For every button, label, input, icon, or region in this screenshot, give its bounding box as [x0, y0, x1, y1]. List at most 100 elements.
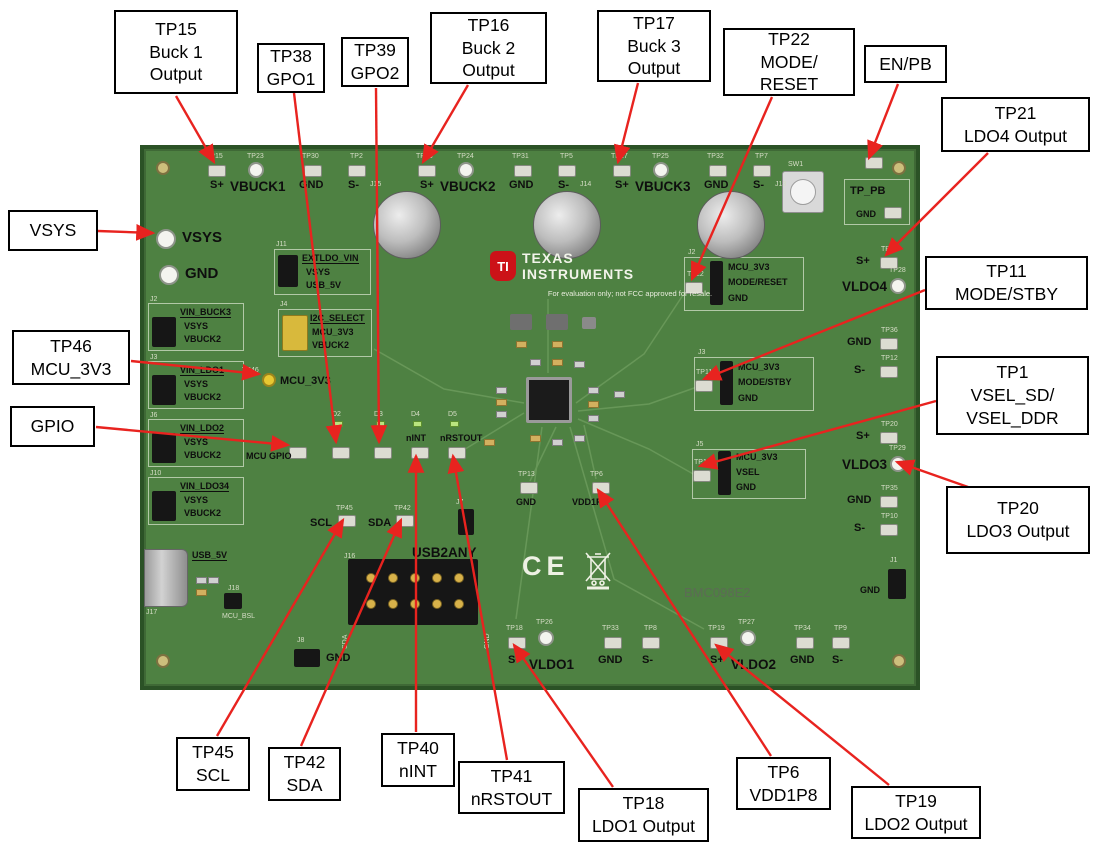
callout-line: RESET: [759, 74, 819, 95]
pad-tp9-sminus: [832, 637, 850, 649]
ti-logo-icon: TI: [490, 251, 516, 281]
pad-tp8-sminus: [642, 637, 660, 649]
callout-line: TP16: [467, 14, 510, 35]
label-splus: S+: [856, 430, 870, 442]
jumper-extldo: [278, 255, 298, 287]
callout-line: TP46: [50, 335, 92, 356]
pad-tp15-splus: [208, 165, 226, 177]
jumper-vsel: [718, 451, 731, 495]
label-mcu3v3: MCU_3V3: [736, 452, 778, 462]
callout-tp21: TP21 LDO4 Output: [941, 97, 1090, 152]
passive-component: [552, 359, 563, 366]
jumper-ref: J2: [688, 249, 696, 256]
mounting-hole: [156, 654, 170, 668]
pad-tp33-gnd: [604, 637, 622, 649]
label-gnd: GND: [185, 265, 219, 282]
label-gnd: GND: [736, 482, 756, 492]
label-splus: S+: [615, 179, 629, 191]
micro-usb-connector: [144, 549, 188, 607]
pad-tp12-sminus: [880, 366, 898, 378]
connector-vin-buck3: [152, 317, 176, 347]
pad-tp30-gnd: [304, 165, 322, 177]
callout-tp17: TP17 Buck 3 Output: [597, 10, 711, 82]
led: [334, 421, 343, 427]
pad-tp22: [685, 282, 703, 294]
label-usb5v: USB_5V: [192, 550, 228, 561]
connector-j1: [888, 569, 906, 599]
tp-ref: TP30: [302, 153, 319, 160]
callout-vsys: VSYS: [8, 210, 98, 251]
jack-ref: J14: [580, 181, 592, 188]
testloop-tp27: [740, 630, 756, 646]
pcb-board: TP15 TP23 VBUCK1 S+ TP30 GND TP2 S- J15 …: [140, 145, 920, 690]
label-mcu-bsl: MCU_BSL: [222, 613, 256, 620]
tp-ref: TP29: [889, 445, 906, 452]
callout-tp11: TP11 MODE/STBY: [925, 256, 1088, 310]
label-vsys: VSYS: [184, 379, 209, 389]
pad-tp36-gnd: [880, 338, 898, 350]
label-usb2any: USB2ANY: [412, 545, 477, 560]
pad-tp31-gnd: [514, 165, 532, 177]
pad-tp19-splus: [710, 637, 728, 649]
label-gnd: GND: [704, 179, 729, 191]
callout-line: GPO1: [266, 69, 316, 89]
label-vdd1p8: VDD1P8: [572, 497, 608, 507]
label-vldo4: VLDO4: [842, 279, 888, 294]
tp-ref: TP2: [350, 153, 363, 160]
tp-ref: TP18: [506, 625, 523, 632]
label-usb5v: USB_5V: [306, 280, 342, 290]
passive-component: [552, 439, 563, 446]
pad-tp5-sminus: [558, 165, 576, 177]
tp-ref: TP31: [512, 153, 529, 160]
testloop-tp28: [890, 278, 906, 294]
testloop-tp23: [248, 162, 264, 178]
jack-ref: J13: [775, 181, 787, 188]
label-vin-ldo2: VIN_LDO2: [180, 423, 225, 434]
callout-line: TP17: [633, 12, 675, 33]
tp-ref: TP25: [652, 153, 669, 160]
passive-component: [208, 577, 219, 584]
tp-ref: TP32: [707, 153, 724, 160]
label-vsys: VSYS: [306, 267, 331, 277]
label-vsys: VSYS: [182, 229, 223, 246]
jumper-ref: J3: [150, 354, 158, 361]
tp-ref: TP22: [687, 271, 704, 278]
pad-tp7-sminus: [753, 165, 771, 177]
label-splus: S+: [420, 179, 434, 191]
jumper-j8: [294, 649, 320, 667]
label-vin-ldo34: VIN_LDO34: [180, 481, 230, 492]
led: [413, 421, 422, 427]
label-vsel: VSEL: [736, 467, 760, 477]
header-pin: [432, 599, 442, 609]
label-sminus: S-: [558, 179, 569, 191]
jumper-ref: J11: [276, 241, 287, 248]
label-mcu-gpio: MCU GPIO: [246, 451, 292, 461]
pad-tp6-vdd1p8: [592, 482, 610, 494]
callout-line: TP42: [283, 752, 326, 773]
inductor-component: [373, 191, 441, 259]
pad-tp13-gnd: [520, 482, 538, 494]
label-gnd: GND: [509, 179, 534, 191]
pad-gpo2: [374, 447, 392, 459]
led-ref: D4: [411, 411, 420, 418]
callout-line: Output: [149, 64, 203, 85]
passive-component: [588, 415, 599, 422]
ce-mark: CE: [522, 551, 570, 581]
jumper-ref: J3: [698, 349, 706, 356]
label-vldo3: VLDO3: [842, 457, 888, 472]
passive-component: [574, 435, 585, 442]
label-vsys: VSYS: [184, 495, 209, 505]
pmic-chip: [526, 377, 572, 423]
callout-line: Buck 1: [149, 41, 203, 62]
label-gnd: GND: [790, 654, 815, 666]
label-tp-pb: TP_PB: [850, 185, 886, 197]
label-nint: nINT: [406, 433, 426, 443]
tp-ref: TP6: [590, 471, 603, 478]
callout-line: TP21: [994, 102, 1037, 123]
callout-line: SCL: [195, 765, 231, 785]
callout-line: TP39: [354, 40, 396, 61]
label-gnd: GND: [516, 497, 536, 507]
mounting-hole: [892, 654, 906, 668]
jumper-ref: J6: [150, 412, 158, 419]
label-vbuck2: VBUCK2: [312, 340, 350, 350]
